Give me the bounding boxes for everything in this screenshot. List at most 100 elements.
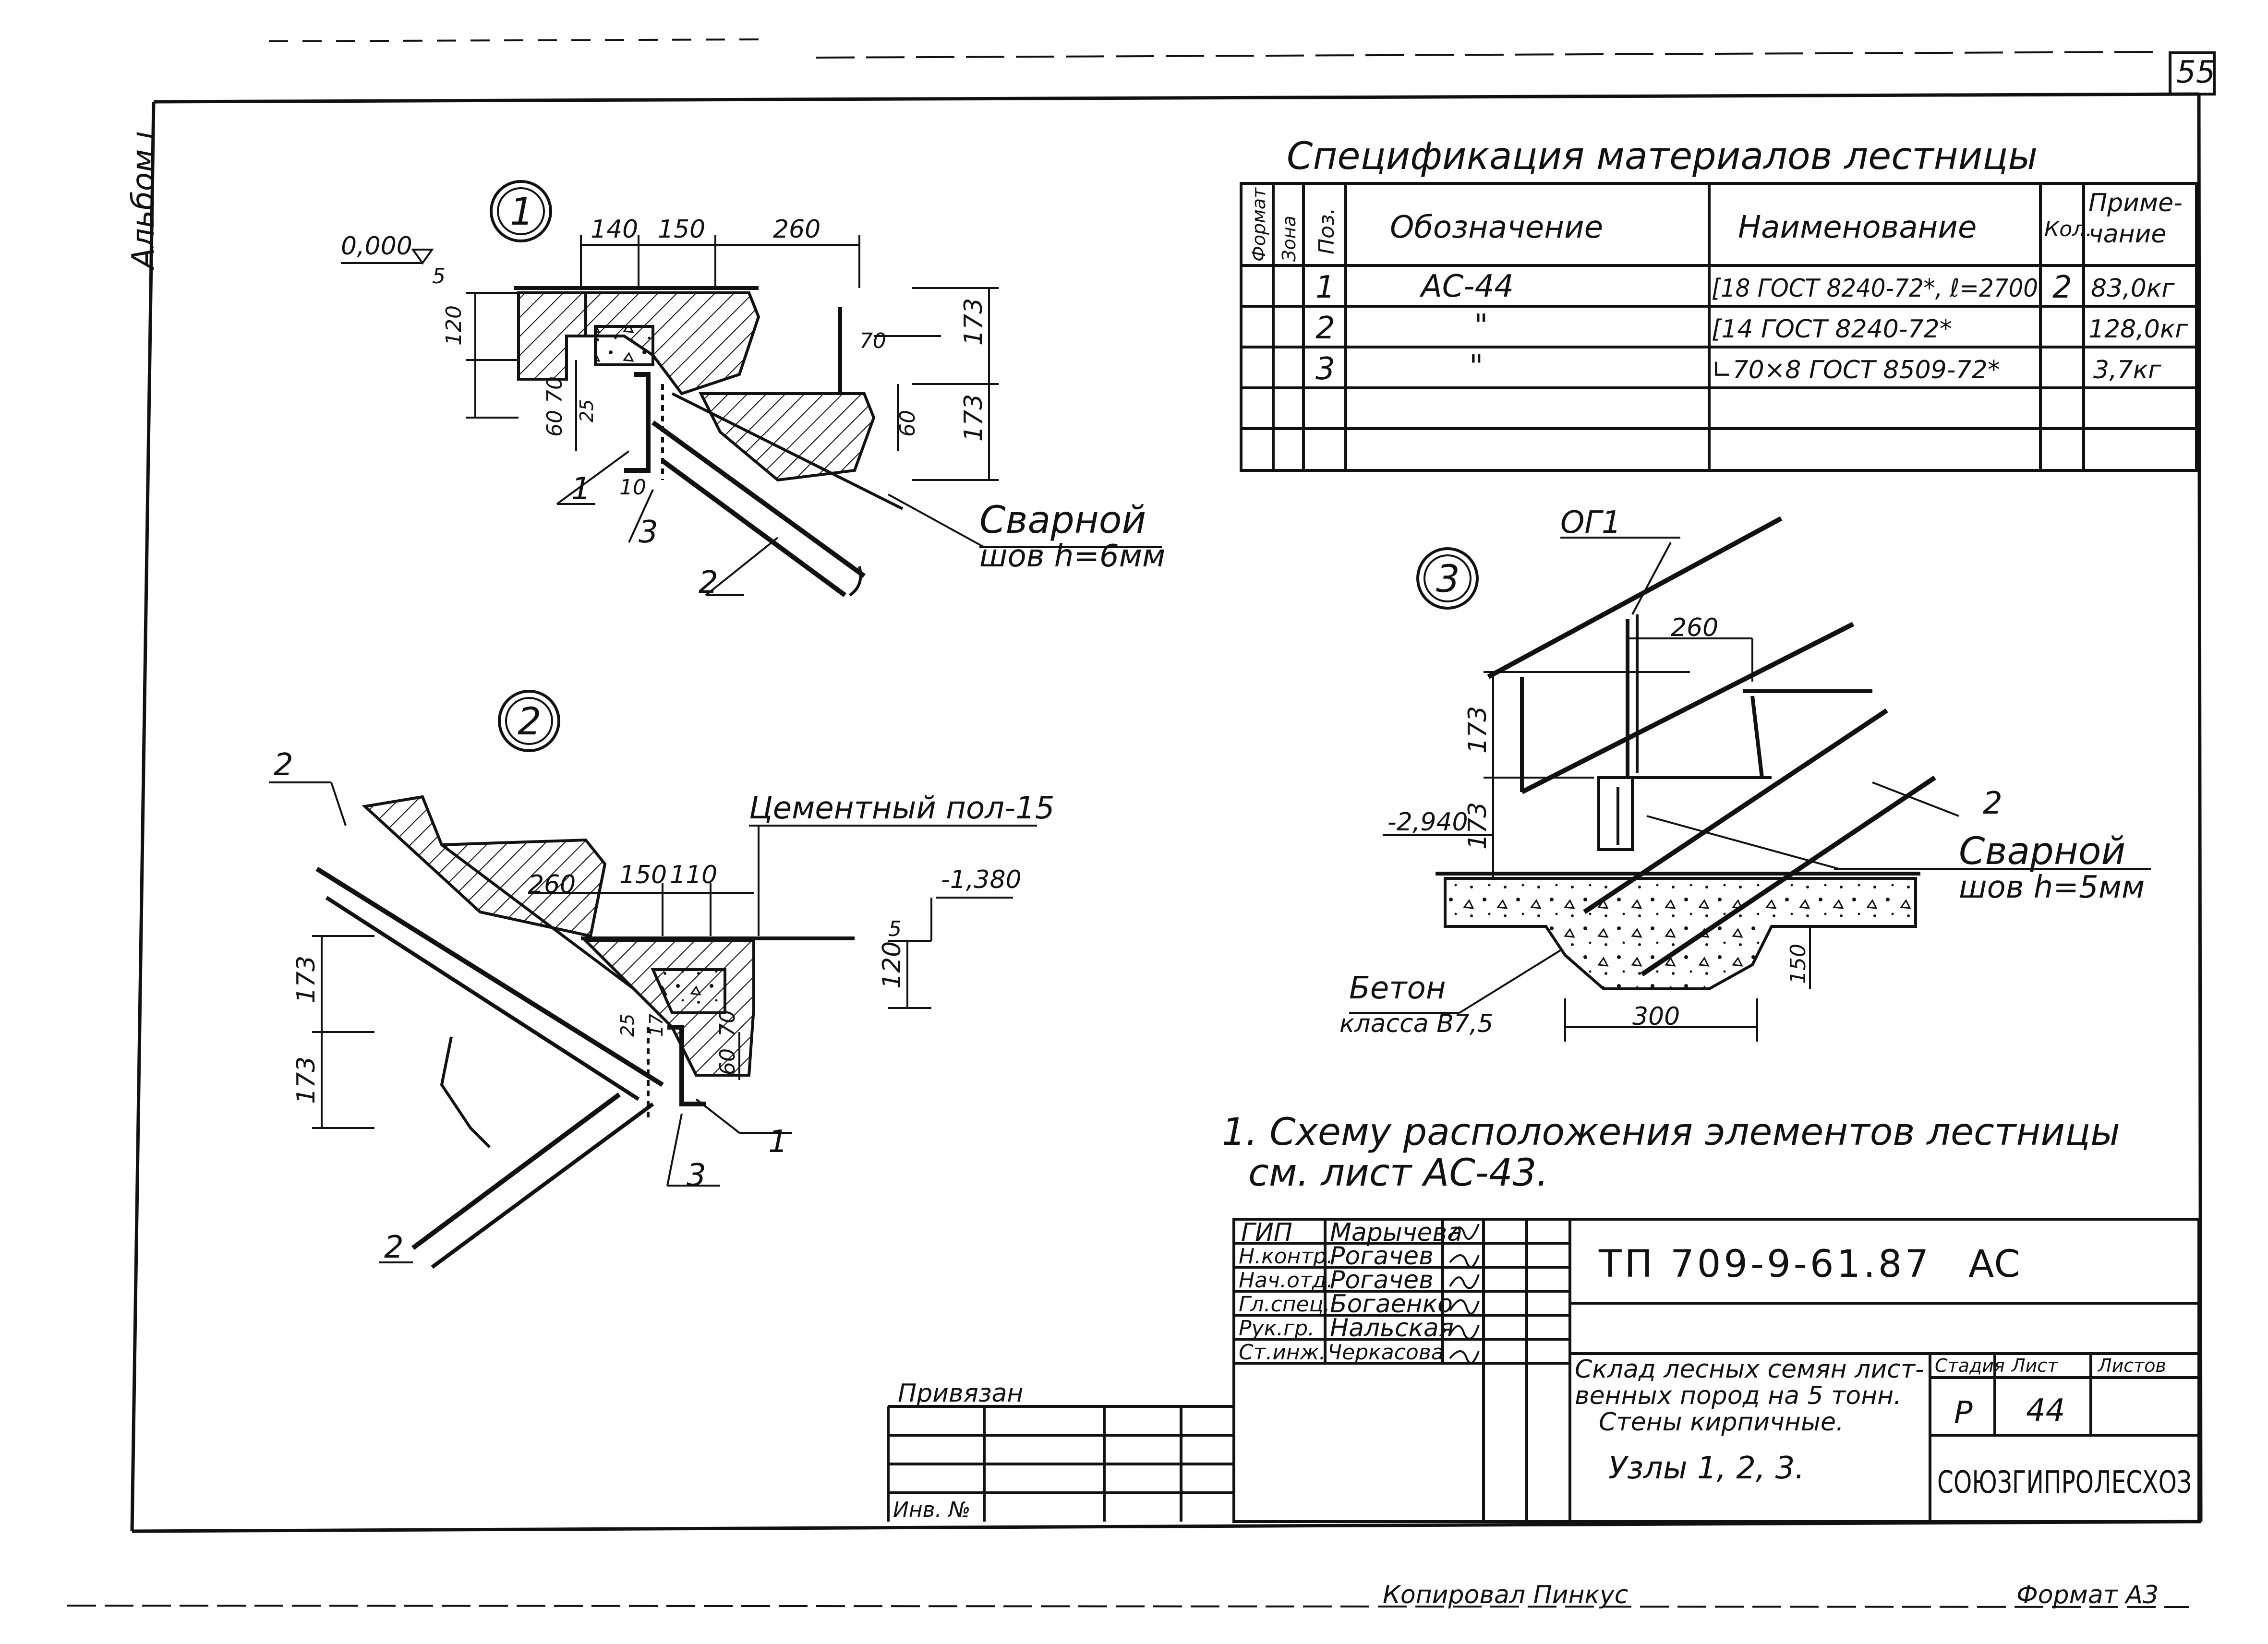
node-3-label-og1: ОГ1 <box>1560 505 1621 540</box>
node-2-label-2-top: 2 <box>274 747 293 783</box>
svg-text:173: 173 <box>1463 802 1492 850</box>
node-1-label-3: 3 <box>639 515 658 550</box>
svg-text:": " <box>1474 308 1488 344</box>
svg-text:173: 173 <box>959 298 988 346</box>
col-stage: Стадия <box>1935 1355 2005 1376</box>
node-3-label-2: 2 <box>1983 786 2003 821</box>
col-sheets: Листов <box>2097 1355 2166 1376</box>
list-item: Нач.отд. Рогачев <box>1239 1266 1434 1295</box>
node-3-level: -2,940 <box>1387 808 1468 837</box>
svg-text:Рогачев: Рогачев <box>1330 1242 1434 1271</box>
svg-text:120: 120 <box>442 305 466 346</box>
svg-text:25: 25 <box>576 399 597 422</box>
node-3-weld-size: шов h=5мм <box>1959 870 2145 905</box>
svg-text:10: 10 <box>619 475 646 500</box>
node-2-label-2-bottom: 2 <box>384 1230 404 1265</box>
table-row: 3 " ∟70×8 ГОСТ 8509-72* 3,7кг <box>1315 349 2161 387</box>
node-2-detail: 2 <box>269 690 1055 1269</box>
svg-text:2: 2 <box>2052 270 2072 305</box>
svg-text:70: 70 <box>543 376 567 403</box>
spec-header-note2: чание <box>2088 220 2166 249</box>
object-line-2: венных пород на 5 тонн. <box>1575 1381 1902 1410</box>
node-3-concrete: Бетон <box>1349 971 1446 1006</box>
svg-text:Рук.гр.: Рук.гр. <box>1239 1316 1315 1341</box>
node-3-weld: Сварной <box>1959 830 2125 873</box>
svg-text:17: 17 <box>646 1014 667 1037</box>
list-item: ГИП Марычева <box>1241 1218 1462 1247</box>
node-1-label-1: 1 <box>571 471 591 507</box>
svg-text:173: 173 <box>292 1056 321 1104</box>
svg-text:60: 60 <box>715 1048 740 1075</box>
title-block: ГИП Марычева Н.контр. Рогачев Нач.отд. Р… <box>887 1218 2200 1523</box>
spec-title: Спецификация материалов лестницы <box>1287 135 2038 178</box>
specification-table: Спецификация материалов лестницы Формат … <box>1240 135 2198 472</box>
svg-text:60: 60 <box>895 410 920 437</box>
svg-text:83,0кг: 83,0кг <box>2091 274 2175 303</box>
node-3-number: 3 <box>1436 558 1460 601</box>
svg-text:1: 1 <box>1315 270 1335 305</box>
note-line-2: см. лист АС-43. <box>1248 1152 1548 1195</box>
svg-text:2: 2 <box>1315 311 1335 346</box>
sheet-number: 44 <box>2026 1393 2065 1428</box>
svg-text:150: 150 <box>658 215 705 244</box>
spec-header-qty: Кол. <box>2044 217 2092 241</box>
bound-label: Привязан <box>898 1379 1023 1408</box>
svg-text:[18 ГОСТ 8240-72*, ℓ=2700: [18 ГОСТ 8240-72*, ℓ=2700 <box>1712 274 2038 303</box>
inv-label: Инв. № <box>893 1498 970 1522</box>
spec-header-zone: Зона <box>1279 216 1300 262</box>
node-1-level: 0,000 <box>341 232 412 261</box>
album-label: Альбом ı <box>126 131 161 271</box>
svg-text:Нач.отд.: Нач.отд. <box>1239 1268 1333 1293</box>
svg-text:150: 150 <box>619 861 667 889</box>
organization: СОЮЗГИПРОЛЕСХОЗ <box>1937 1465 2192 1500</box>
node-2-number: 2 <box>518 700 542 744</box>
spec-header-name: Наименование <box>1738 210 1977 245</box>
spec-header-format: Формат <box>1248 187 1269 262</box>
svg-text:5: 5 <box>432 264 446 288</box>
svg-text:300: 300 <box>1632 1002 1680 1031</box>
svg-text:Рогачев: Рогачев <box>1330 1266 1434 1295</box>
copied-by: Копировал Пинкус <box>1383 1581 1628 1609</box>
svg-text:Нальская: Нальская <box>1330 1314 1454 1343</box>
table-row: 2 " [14 ГОСТ 8240-72* 128,0кг <box>1315 308 2188 346</box>
svg-text:140: 140 <box>591 215 638 244</box>
signature-marks <box>1449 1224 1480 1364</box>
stage-value: Р <box>1954 1395 1973 1431</box>
svg-text:3,7кг: 3,7кг <box>2093 356 2161 384</box>
svg-text:110: 110 <box>670 861 717 889</box>
svg-text:Богаенко: Богаенко <box>1330 1290 1453 1319</box>
svg-text:3: 3 <box>1315 351 1335 387</box>
object-line-3: Стены кирпичные. <box>1599 1408 1844 1437</box>
node-3-concrete-class: класса В7,5 <box>1339 1009 1493 1038</box>
page-number: 55 <box>2176 55 2215 90</box>
svg-text:АС-44: АС-44 <box>1419 269 1514 304</box>
spec-header-pos: Поз. <box>1315 208 1339 254</box>
svg-text:150: 150 <box>1786 944 1810 984</box>
node-1-detail: 1 0,000 <box>341 180 1165 600</box>
svg-text:5: 5 <box>888 917 902 941</box>
svg-text:[14 ГОСТ 8240-72*: [14 ГОСТ 8240-72* <box>1712 315 1952 344</box>
svg-text:260: 260 <box>528 870 576 899</box>
col-sheet: Лист <box>2011 1355 2059 1376</box>
svg-text:70: 70 <box>715 1010 740 1037</box>
svg-text:Гл.спец.: Гл.спец. <box>1239 1292 1330 1317</box>
svg-text:120: 120 <box>878 941 906 989</box>
note-line-1: 1. Схему расположения элементов лестницы <box>1222 1111 2120 1154</box>
doc-mark: АС <box>1968 1243 2020 1286</box>
spec-header-designation: Обозначение <box>1390 210 1603 245</box>
node-1-number: 1 <box>510 191 534 234</box>
doc-code: ТП 709-9-61.87 <box>1598 1243 1931 1286</box>
list-item: Н.контр. Рогачев <box>1239 1242 1434 1271</box>
node-2-label-1: 1 <box>768 1124 788 1160</box>
node-1-label-2: 2 <box>699 565 718 600</box>
node-2-level: -1,380 <box>941 865 1022 894</box>
svg-text:ГИП: ГИП <box>1241 1218 1292 1247</box>
list-item: Гл.спец. Богаенко <box>1239 1290 1453 1319</box>
svg-text:260: 260 <box>1671 613 1718 642</box>
svg-text:128,0кг: 128,0кг <box>2088 315 2188 344</box>
spec-header-note1: Приме- <box>2088 189 2183 217</box>
svg-text:Марычева: Марычева <box>1330 1218 1462 1247</box>
sheet-title: Узлы 1, 2, 3. <box>1608 1451 1805 1486</box>
node-1-weld: Сварной <box>979 499 1146 542</box>
